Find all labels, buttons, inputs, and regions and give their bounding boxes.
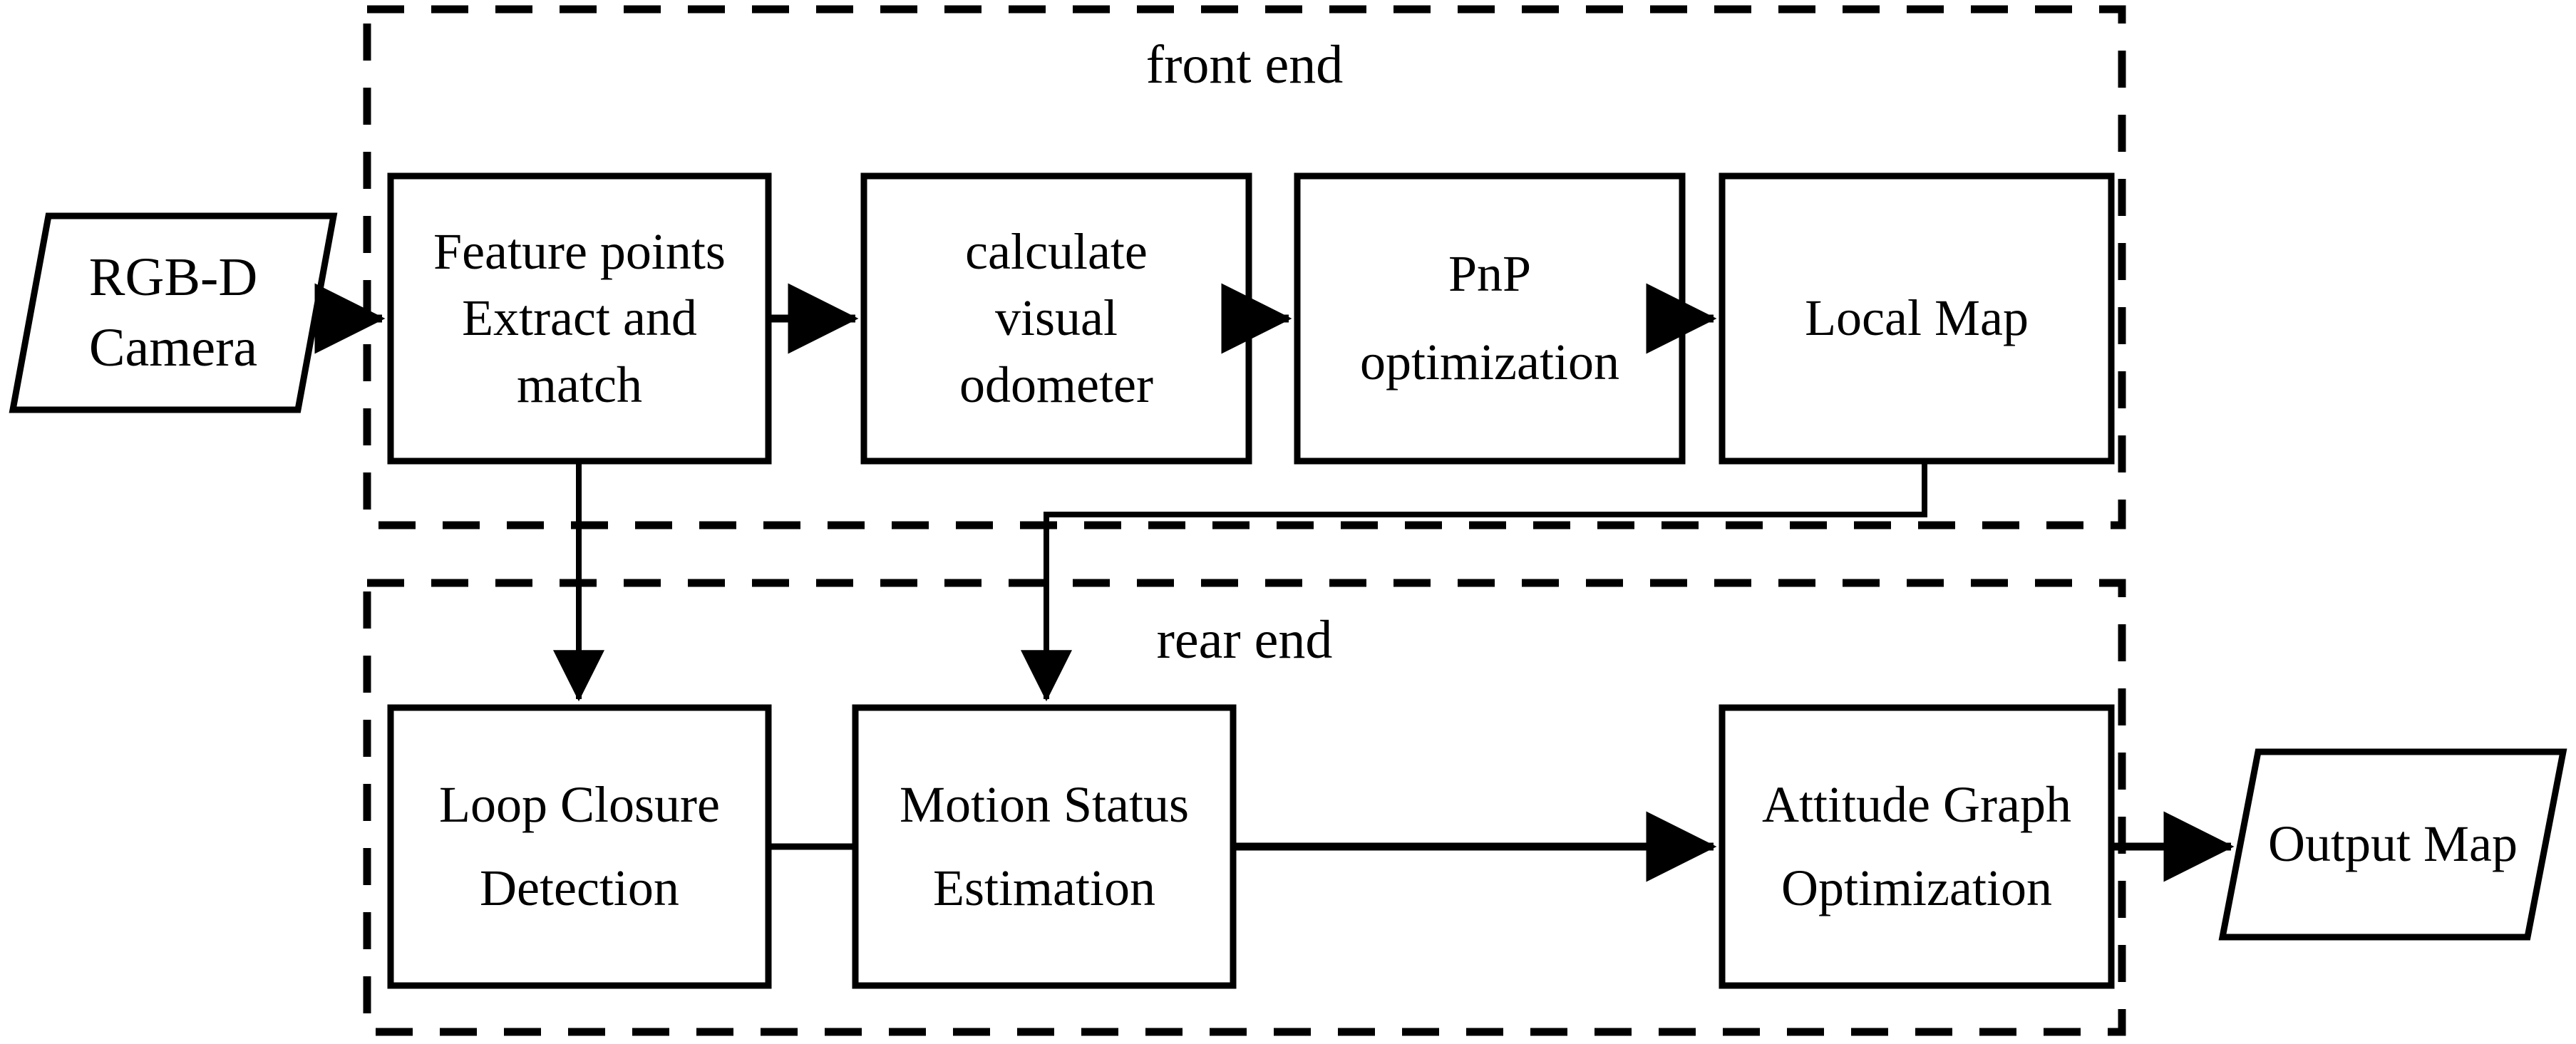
- pnp-optimization-shape[interactable]: [1294, 172, 1686, 465]
- rgbd-camera-shape[interactable]: [9, 212, 338, 413]
- feature-points-shape[interactable]: [387, 172, 772, 465]
- region-front-end-border: [363, 5, 2126, 529]
- region-title-rear-end: rear end: [1156, 610, 1333, 670]
- region-title-front-end: front end: [1145, 35, 1344, 95]
- edge-local-map-to-motion: [1021, 461, 1927, 702]
- loop-closure-detection-shape[interactable]: [387, 704, 772, 989]
- motion-status-estimation-shape[interactable]: [852, 704, 1237, 989]
- output-map-shape[interactable]: [2218, 748, 2567, 941]
- attitude-graph-optimization-shape[interactable]: [1719, 704, 2115, 989]
- region-rear-end-border: [363, 579, 2126, 1036]
- calculate-visual-odometer-shape[interactable]: [860, 172, 1252, 465]
- local-map-shape[interactable]: [1719, 172, 2115, 465]
